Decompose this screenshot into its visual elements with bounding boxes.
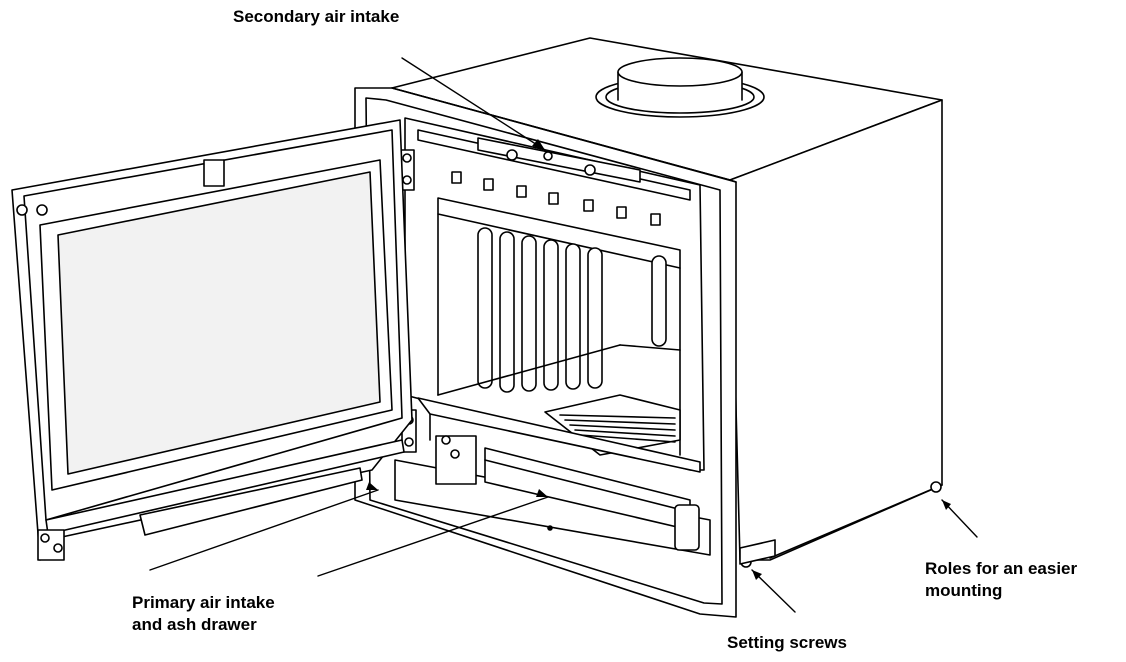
open-door: [11, 119, 413, 561]
label-text: Secondary air intake: [233, 7, 400, 26]
label-text: Setting screws: [727, 633, 847, 652]
label-secondary-air-intake: Secondary air intake: [233, 6, 399, 28]
ash-drawer: [394, 435, 711, 556]
firebox: [404, 117, 705, 473]
arrow-heads: [366, 139, 951, 580]
label-text-line2: mounting: [925, 581, 1003, 600]
leader-primary-air-2: [317, 496, 549, 577]
label-text-line1: Roles for an easier: [925, 559, 1078, 578]
leader-secondary-air: [401, 57, 546, 151]
flue-collar: [595, 57, 765, 118]
label-text-line2: and ash drawer: [132, 615, 257, 634]
label-primary-air-intake: Primary air intake and ash drawer: [132, 592, 275, 636]
leader-primary-air-1: [149, 489, 379, 571]
rollers: [739, 481, 942, 568]
label-setting-screws: Setting screws: [727, 632, 847, 654]
label-rollers-mounting: Roles for an easier mounting: [925, 558, 1077, 602]
leader-setting-screws: [751, 569, 796, 613]
label-text-line1: Primary air intake: [132, 593, 275, 612]
